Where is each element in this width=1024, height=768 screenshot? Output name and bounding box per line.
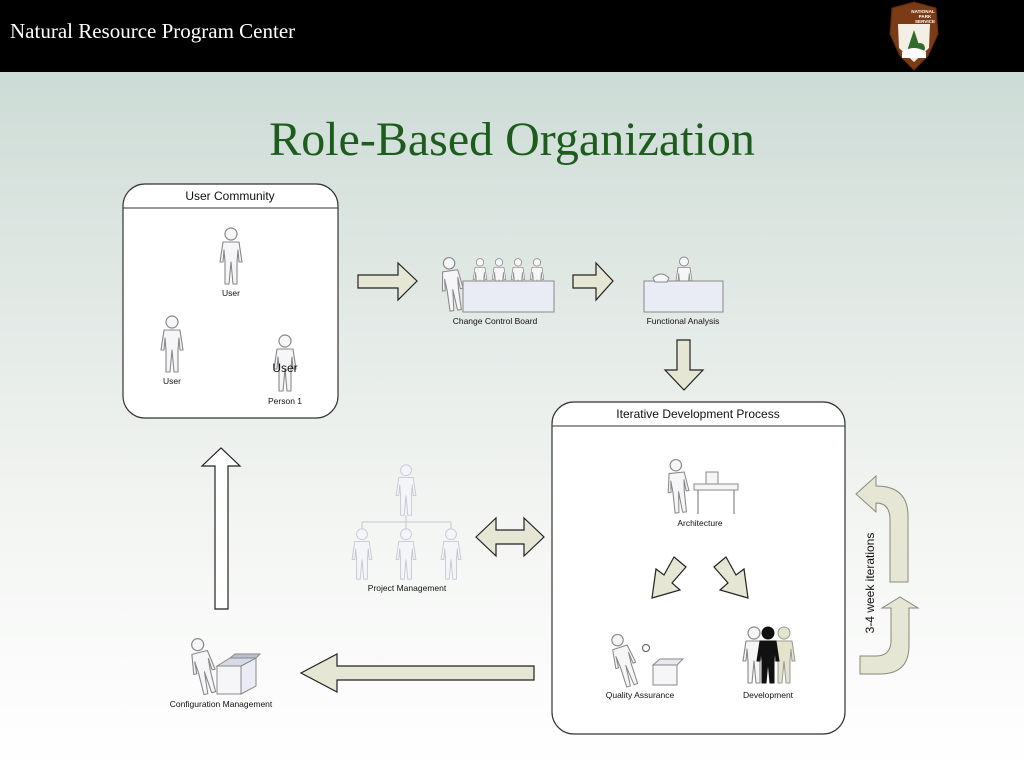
- arrow-down-1: [663, 339, 705, 391]
- logo-line-3: SERVICE: [915, 19, 935, 24]
- arrow-up: [200, 447, 242, 610]
- change-control-board-label: Change Control Board: [453, 316, 538, 326]
- logo-line-2: PARK: [919, 14, 932, 19]
- project-management-chart: [351, 464, 462, 580]
- user-community-title: User Community: [185, 189, 274, 203]
- architecture-figure: [664, 457, 739, 515]
- quality-assurance-figure: [605, 630, 685, 690]
- functional-analysis-label: Functional Analysis: [647, 316, 720, 326]
- architecture-label: Architecture: [677, 518, 723, 528]
- iterative-development-box: Iterative Development Process Architectu…: [551, 401, 846, 735]
- arrow-down-right: [713, 556, 749, 599]
- nps-arrowhead-logo: NATIONAL PARK SERVICE: [889, 1, 939, 71]
- magnifier-icon: [642, 644, 650, 652]
- configuration-management-figure: [184, 635, 262, 697]
- header-bar: Natural Resource Program Center NATIONAL…: [0, 0, 1024, 72]
- configuration-management-label: Configuration Management: [170, 699, 273, 709]
- project-management-label: Project Management: [368, 583, 447, 593]
- user-community-box: User Community User User User Person 1: [122, 183, 339, 419]
- change-control-board: Change Control Board: [437, 255, 555, 326]
- user-label-1: User: [222, 288, 240, 298]
- iteration-label: 3-4 week iterations: [863, 533, 877, 634]
- arrow-left: [299, 653, 535, 693]
- functional-analysis: Functional Analysis: [643, 256, 724, 326]
- development-team-figure: [742, 626, 796, 684]
- user-overlay-label: User: [272, 361, 297, 375]
- logo-line-1: NATIONAL: [911, 9, 935, 14]
- header-title: Natural Resource Program Center: [10, 19, 296, 43]
- arrow-down-left: [651, 556, 687, 599]
- iteration-loop-arrows: [855, 474, 920, 675]
- quality-assurance-label: Quality Assurance: [606, 690, 675, 700]
- user-label-2: User: [163, 376, 181, 386]
- person-1-label: Person 1: [268, 396, 302, 406]
- development-label: Development: [743, 690, 794, 700]
- arrow-right-2: [572, 261, 614, 302]
- iterative-process-title: Iterative Development Process: [616, 407, 779, 421]
- arrow-right-1: [357, 261, 418, 302]
- slide-title: Role-Based Organization: [269, 113, 755, 166]
- double-arrow: [475, 516, 545, 558]
- telephone-icon: [652, 273, 670, 283]
